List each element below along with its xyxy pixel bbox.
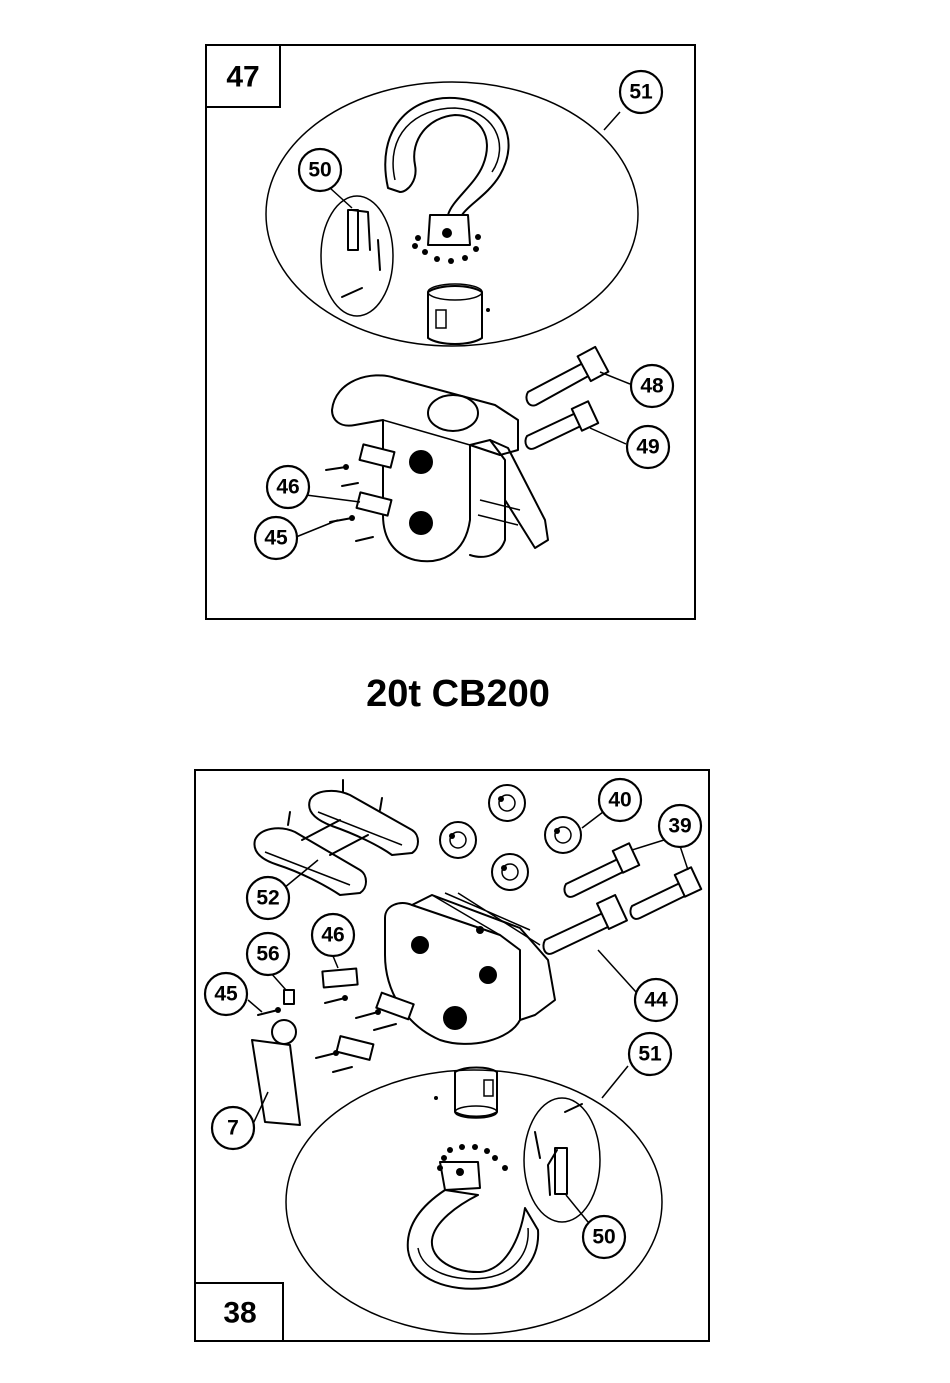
svg-text:39: 39	[668, 815, 691, 838]
svg-text:51: 51	[638, 1043, 662, 1066]
callout-51: 51	[620, 71, 662, 113]
svg-text:40: 40	[608, 789, 631, 812]
svg-text:44: 44	[644, 989, 668, 1012]
callout-50: 50	[299, 149, 341, 191]
callout-44: 44	[635, 979, 677, 1021]
callout-52: 52	[247, 877, 289, 919]
diagram-title: 20t CB200	[366, 673, 550, 715]
top-panel-number: 47	[226, 61, 259, 94]
svg-text:50: 50	[592, 1226, 615, 1249]
svg-text:50: 50	[308, 159, 331, 182]
svg-text:45: 45	[264, 527, 288, 550]
bottom-panel-number: 38	[223, 1297, 256, 1330]
hook-drawing	[342, 98, 509, 344]
pins-39-44	[543, 843, 701, 954]
callout-56: 56	[247, 933, 289, 975]
svg-text:7: 7	[227, 1117, 239, 1140]
svg-text:51: 51	[629, 81, 653, 104]
callout-45-bottom: 45	[205, 973, 247, 1015]
sprockets	[440, 785, 581, 890]
ball-bearings	[412, 234, 481, 264]
callout-46: 46	[267, 466, 309, 508]
pins-48-49	[525, 347, 608, 449]
callout-49: 49	[627, 426, 669, 468]
svg-text:46: 46	[276, 476, 299, 499]
bottom-panel: 38	[195, 770, 709, 1341]
top-panel: 47	[206, 45, 695, 619]
block-drawing-bottom	[385, 893, 555, 1044]
svg-text:45: 45	[214, 983, 238, 1006]
svg-text:52: 52	[256, 887, 279, 910]
callout-45: 45	[255, 517, 297, 559]
small-parts	[252, 969, 414, 1125]
callout-51-bottom: 51	[629, 1033, 671, 1075]
callout-50-bottom: 50	[583, 1216, 625, 1258]
chain-guide	[254, 780, 418, 895]
callout-46-bottom: 46	[312, 914, 354, 956]
callout-39: 39	[659, 805, 701, 847]
latch-detail-ellipse-bottom	[524, 1098, 600, 1222]
svg-text:48: 48	[640, 375, 664, 398]
svg-text:56: 56	[256, 943, 279, 966]
ball-bearings-bottom	[437, 1144, 508, 1171]
callout-7: 7	[212, 1107, 254, 1149]
block-drawing	[326, 375, 548, 561]
svg-text:49: 49	[636, 436, 659, 459]
callout-48: 48	[631, 365, 673, 407]
hook-drawing-bottom	[408, 1068, 582, 1289]
callout-40: 40	[599, 779, 641, 821]
svg-text:46: 46	[321, 924, 344, 947]
hook-detail-ellipse-bottom	[286, 1070, 662, 1334]
